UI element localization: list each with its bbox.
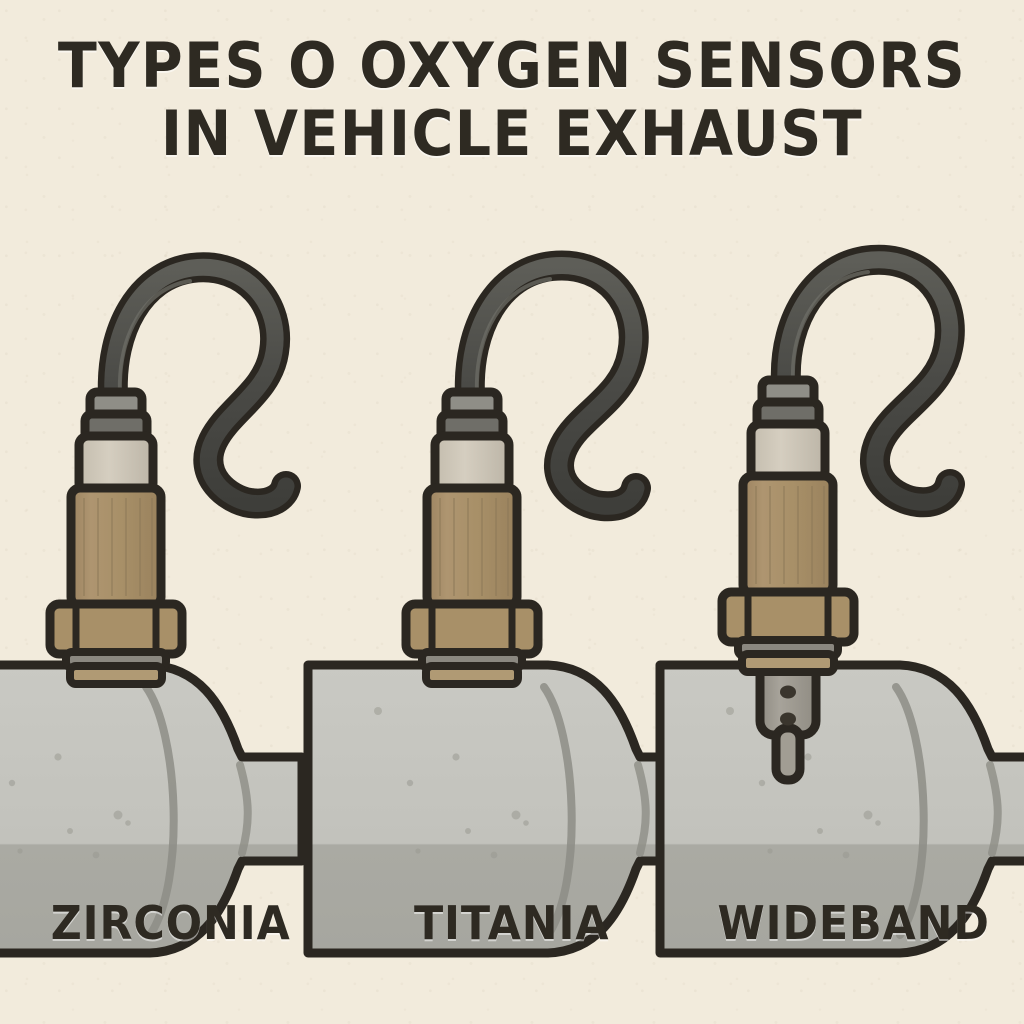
sensor-zirconia-cable: [97, 252, 301, 519]
sensor-titania-cable: [454, 250, 651, 522]
sensor-wideband-head: [722, 380, 854, 672]
page-title: TYPES O OXYGEN SENSORS IN VEHICLE EXHAUS…: [0, 29, 1024, 171]
caption-zirconia: ZIRCONIA: [50, 896, 291, 950]
title-line-1: TYPES O OXYGEN SENSORS: [57, 29, 967, 102]
caption-row: ZIRCONIA TITANIA WIDEBAND: [0, 896, 1024, 950]
sensor-wideband-cable: [770, 244, 965, 518]
caption-titania: TITANIA: [414, 896, 610, 950]
sensor-wideband-group[interactable]: [660, 244, 1024, 953]
sensor-zirconia-head: [50, 392, 182, 684]
sensor-titania-group[interactable]: [308, 250, 700, 953]
title-line-2: IN VEHICLE EXHAUST: [160, 97, 864, 171]
sensor-titania-head: [406, 392, 538, 684]
caption-wideband: WIDEBAND: [717, 896, 990, 950]
sensor-zirconia-group[interactable]: [0, 252, 302, 953]
